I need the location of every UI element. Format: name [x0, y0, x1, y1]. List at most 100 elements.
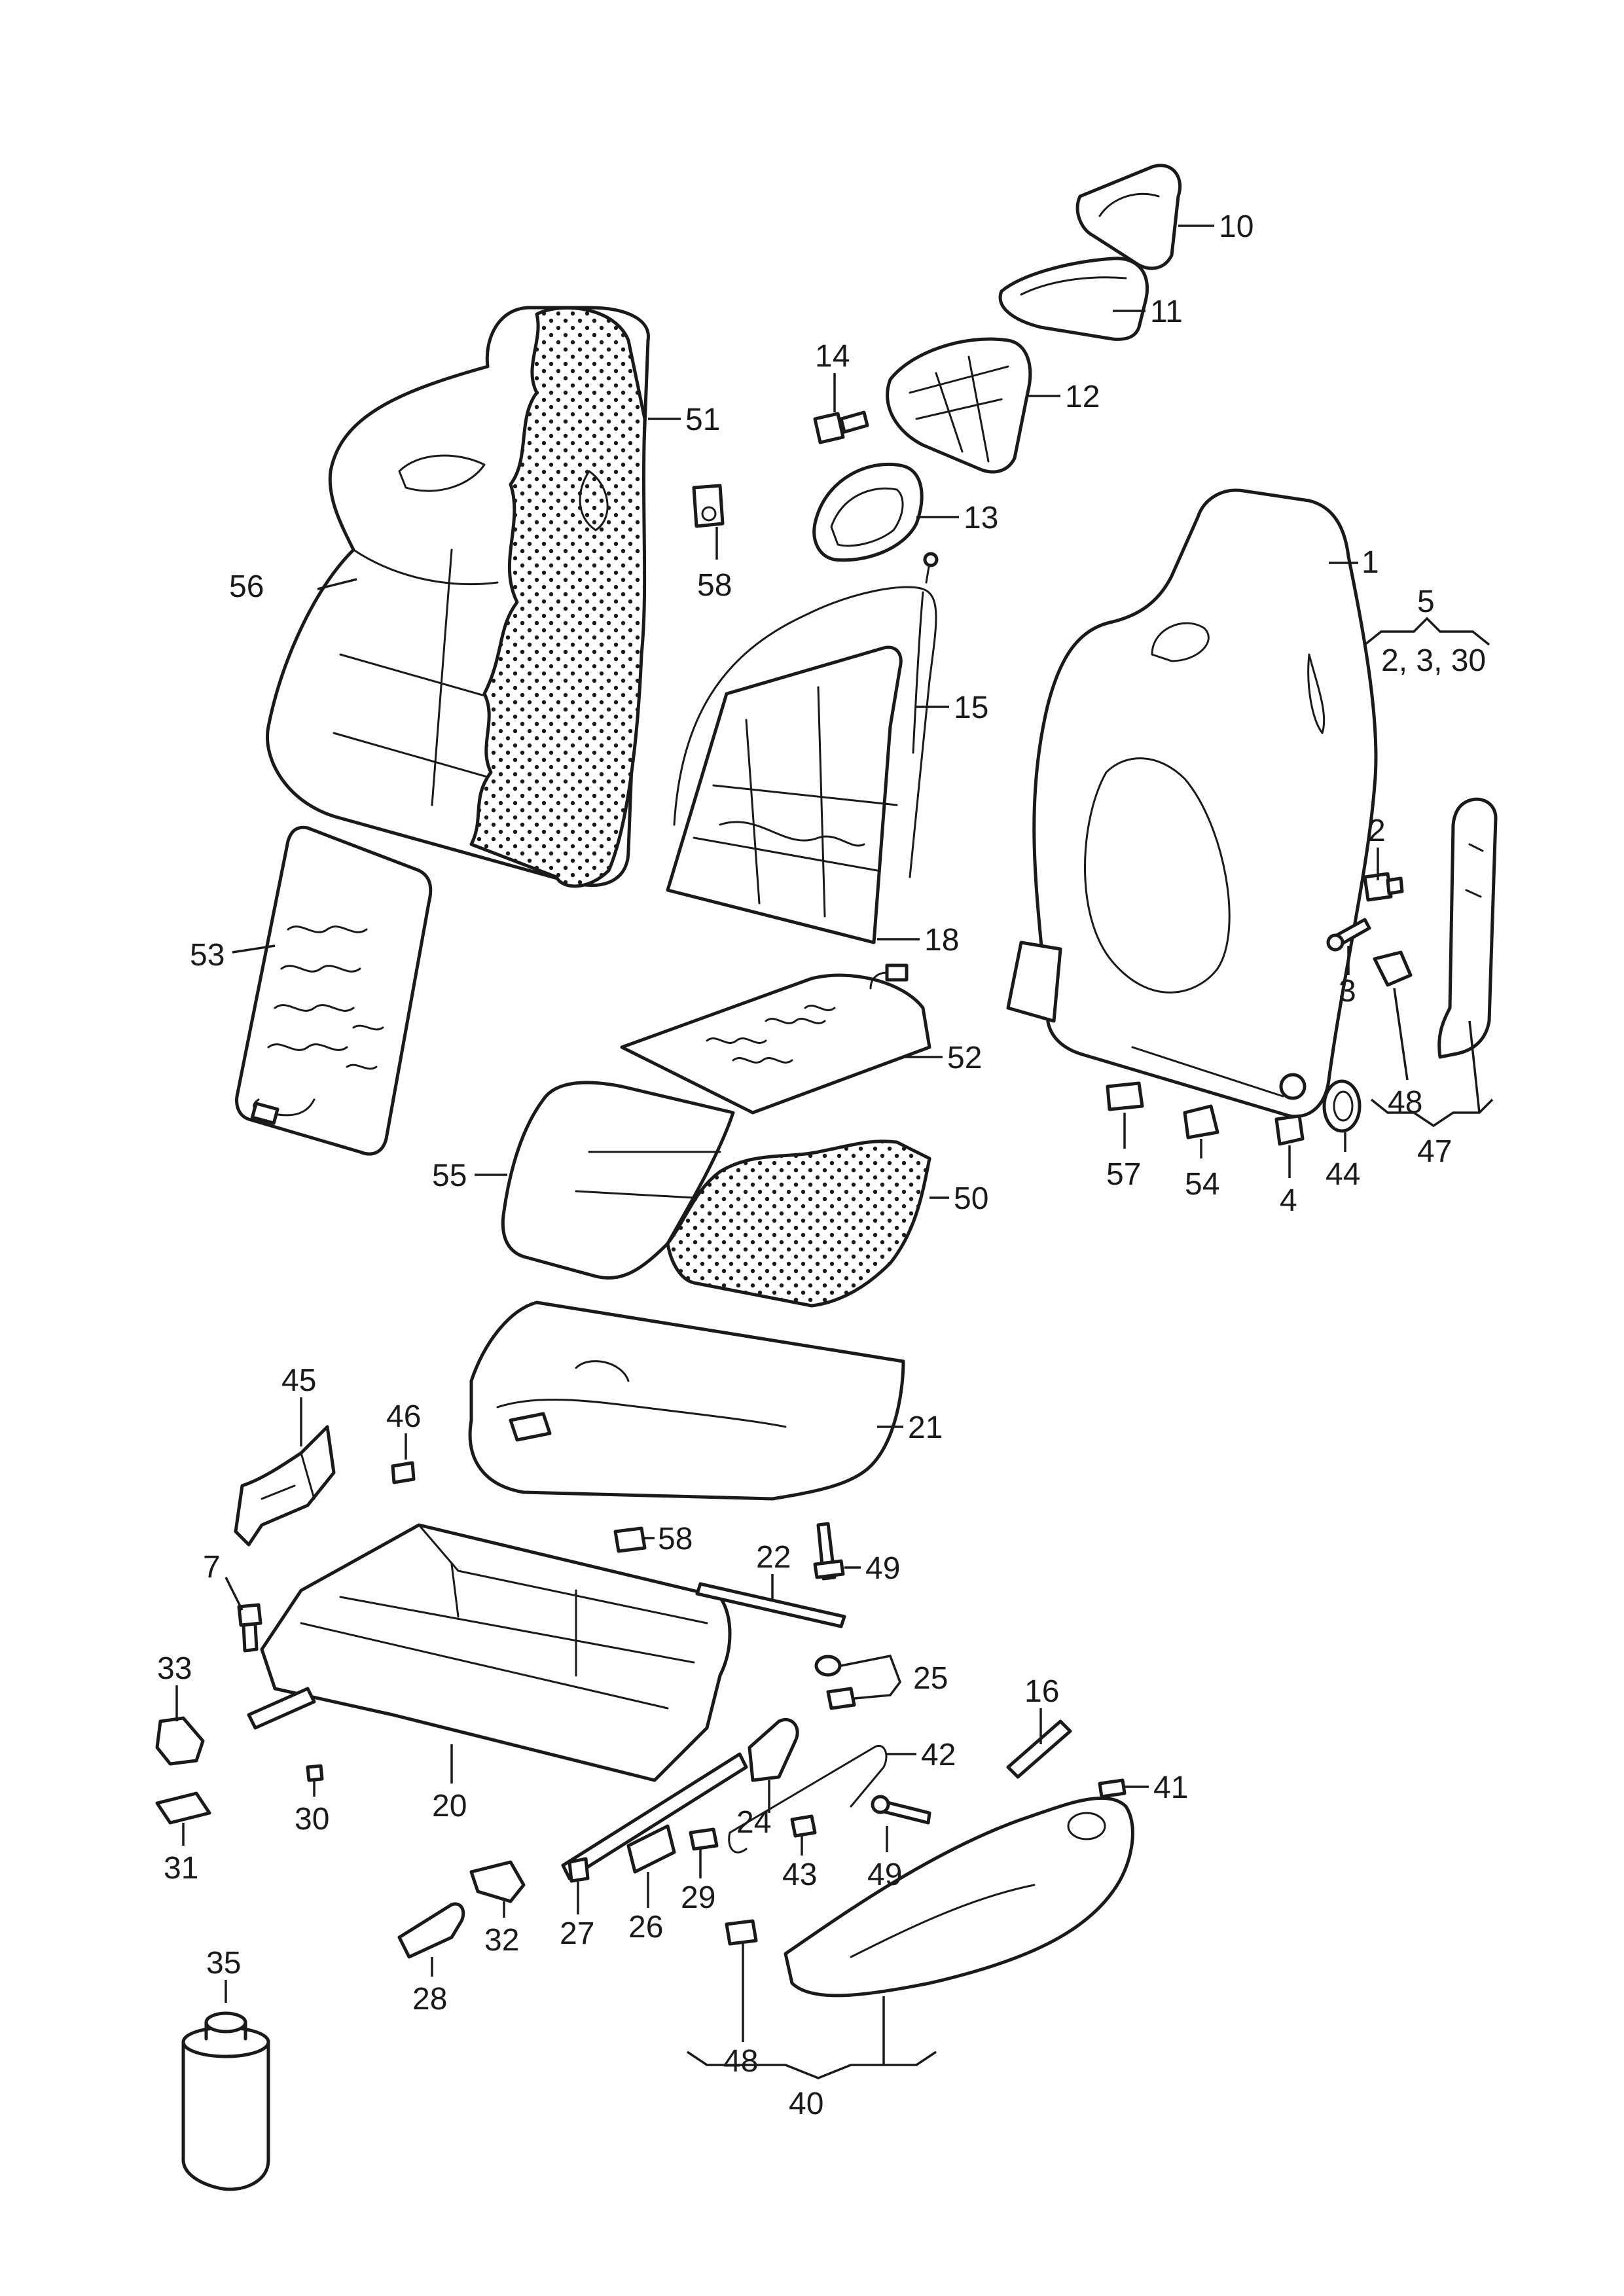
leader-lines	[175, 224, 1494, 2079]
callout-41: 41	[1153, 1770, 1188, 1805]
callout-15: 15	[954, 691, 988, 725]
callout-5: 5	[1417, 584, 1435, 619]
seat-pan-part[interactable]	[468, 1300, 905, 1501]
side-trim-40-part[interactable]	[784, 1796, 1134, 1998]
callout-30: 30	[295, 1802, 329, 1837]
callout-14: 14	[815, 339, 850, 374]
callout-47: 47	[1417, 1134, 1452, 1169]
seat-frame-part[interactable]	[247, 1523, 748, 1880]
trim-12-part[interactable]	[886, 337, 1032, 474]
callout-28: 28	[412, 1982, 447, 2017]
clip-58-lower-part[interactable]	[613, 1526, 647, 1553]
screw-29-part[interactable]	[689, 1827, 719, 1851]
bolt-7-part[interactable]	[237, 1603, 262, 1653]
cushion-heater-mat-part[interactable]	[620, 963, 931, 1115]
pin-3-part[interactable]	[1326, 918, 1371, 952]
callout-56: 56	[229, 569, 264, 604]
pin-49-lower-part[interactable]	[871, 1795, 931, 1825]
backrest-frame-part[interactable]	[1006, 488, 1378, 1119]
clip-58-upper-part[interactable]	[692, 484, 725, 528]
callout-54: 54	[1185, 1167, 1219, 1202]
callout-48-lower: 48	[723, 2044, 758, 2079]
callout-40: 40	[789, 2087, 823, 2121]
cable-harness-part[interactable]	[912, 552, 939, 754]
adhesive-can-35-part[interactable]	[181, 2011, 270, 2191]
callout-20: 20	[432, 1789, 467, 1823]
callout-43: 43	[782, 1857, 817, 1892]
callout-49-upper: 49	[865, 1551, 900, 1586]
callout-7: 7	[203, 1550, 221, 1585]
trim-10-part[interactable]	[1075, 164, 1182, 270]
callout-22: 22	[756, 1540, 791, 1575]
callout-32: 32	[484, 1923, 519, 1958]
rod-42-part[interactable]	[728, 1745, 888, 1854]
callout-48-right: 48	[1388, 1085, 1422, 1120]
callout-3: 3	[1339, 974, 1356, 1009]
clip-48-right-part[interactable]	[1373, 950, 1413, 987]
callout-45: 45	[281, 1363, 316, 1398]
part-33[interactable]	[155, 1716, 205, 1766]
trim-13-part[interactable]	[812, 462, 924, 562]
knob-44-part[interactable]	[1322, 1079, 1362, 1133]
callout-58-lower: 58	[658, 1522, 693, 1556]
cap-4-part[interactable]	[1274, 1114, 1305, 1146]
clip-48-lower-part[interactable]	[725, 1919, 758, 1946]
callout-2: 2	[1368, 814, 1386, 848]
pin-49-upper-part[interactable]	[813, 1522, 845, 1581]
callout-33: 33	[157, 1651, 192, 1686]
callout-27: 27	[560, 1916, 594, 1951]
callout-10: 10	[1219, 209, 1254, 244]
callout-44: 44	[1326, 1157, 1360, 1192]
callout-18: 18	[924, 923, 959, 958]
bracket-45-part[interactable]	[234, 1425, 336, 1547]
backrest-pan-part[interactable]	[666, 586, 937, 944]
callout-49-lower: 49	[867, 1857, 902, 1892]
callout-4: 4	[1280, 1183, 1297, 1218]
backrest-foam-part[interactable]	[469, 306, 647, 888]
callout-26: 26	[628, 1910, 663, 1945]
callout-31: 31	[164, 1851, 198, 1886]
callout-1: 1	[1362, 545, 1379, 580]
screw-41-part[interactable]	[1098, 1778, 1127, 1799]
clip-27-part[interactable]	[568, 1857, 590, 1883]
pad-57-part[interactable]	[1106, 1081, 1144, 1111]
bracket-24-part[interactable]	[748, 1717, 799, 1782]
callout-46: 46	[386, 1399, 421, 1434]
callout-5-contents: 2, 3, 30	[1381, 643, 1486, 678]
cover-31-part[interactable]	[155, 1791, 211, 1825]
callout-35: 35	[206, 1946, 241, 1981]
callout-53: 53	[190, 938, 225, 973]
callout-25: 25	[913, 1661, 948, 1696]
callout-50: 50	[954, 1181, 988, 1216]
callout-21: 21	[908, 1410, 943, 1445]
trim-11-part[interactable]	[998, 257, 1149, 341]
side-trim-47-part[interactable]	[1437, 797, 1498, 1059]
callout-57: 57	[1106, 1157, 1141, 1192]
screw-46-part[interactable]	[391, 1461, 416, 1484]
screw-30-part[interactable]	[306, 1764, 324, 1782]
backrest-heater-mat-part[interactable]	[235, 825, 433, 1156]
callout-labels: 1 2 3 4 5 2, 3, 30 7 10 11 12 13 14 15 1…	[157, 209, 1486, 2121]
callout-13: 13	[964, 501, 998, 535]
callout-51: 51	[685, 403, 720, 437]
callout-11: 11	[1150, 295, 1183, 329]
callout-29: 29	[681, 1880, 715, 1915]
callout-55: 55	[432, 1158, 467, 1193]
nut-25-part[interactable]	[814, 1655, 842, 1677]
handle-28-part[interactable]	[397, 1902, 465, 1959]
callout-52: 52	[947, 1041, 982, 1075]
cushion-foam-part[interactable]	[666, 1139, 931, 1308]
screw-25-part[interactable]	[826, 1687, 856, 1710]
bolt-2-part[interactable]	[1363, 872, 1404, 902]
pad-54-part[interactable]	[1183, 1104, 1219, 1139]
callout-42: 42	[921, 1738, 956, 1772]
bar-22-part[interactable]	[695, 1582, 846, 1628]
callout-12: 12	[1065, 380, 1100, 414]
strip-16-part[interactable]	[1006, 1719, 1072, 1779]
bolt-14-part[interactable]	[813, 410, 869, 444]
screw-43-part[interactable]	[790, 1814, 817, 1838]
cover-32-part[interactable]	[469, 1860, 526, 1903]
bracket-26-part[interactable]	[626, 1824, 676, 1874]
